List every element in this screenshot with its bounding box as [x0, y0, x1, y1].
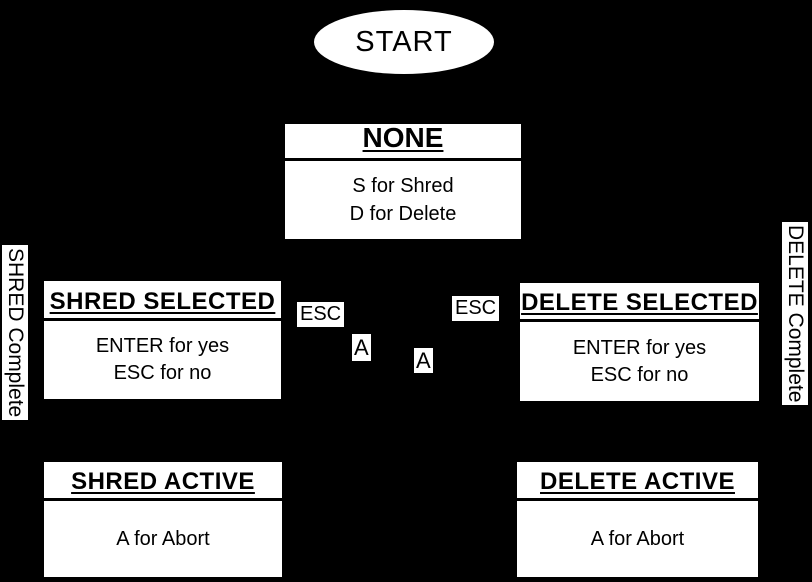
state-delete-active-line1: A for Abort [590, 528, 685, 550]
state-shred-active-line1: A for Abort [116, 528, 210, 550]
state-shred-active-title: SHRED ACTIVE [44, 462, 282, 501]
state-shred-active: SHRED ACTIVE A for Abort [44, 462, 282, 577]
state-delete-selected: DELETE SELECTED ENTER for yes ESC for no [520, 283, 759, 401]
state-none-line2: D for Delete [349, 203, 457, 225]
state-shred-selected: SHRED SELECTED ENTER for yes ESC for no [44, 281, 281, 399]
state-shred-selected-title: SHRED SELECTED [44, 281, 281, 321]
transition-label-esc-left: ESC [297, 302, 345, 327]
transition-label-abort-right: A [414, 348, 433, 373]
state-none-title: NONE [285, 122, 521, 161]
state-delete-selected-title: DELETE SELECTED [520, 283, 759, 322]
transition-label-abort-left: A [352, 334, 371, 361]
transition-label-shred-complete: SHRED Complete [2, 245, 28, 421]
state-delete-active-body: A for Abort [517, 501, 758, 577]
state-delete-selected-line2: ESC for no [590, 363, 689, 386]
state-none: NONE S for Shred D for Delete [285, 122, 521, 239]
state-delete-active: DELETE ACTIVE A for Abort [517, 462, 758, 577]
state-delete-selected-body: ENTER for yes ESC for no [520, 322, 759, 401]
state-shred-selected-line1: ENTER for yes [95, 335, 230, 357]
transition-label-delete-complete: DELETE Complete [782, 222, 808, 406]
state-shred-selected-body: ENTER for yes ESC for no [44, 321, 281, 399]
start-node: START [314, 10, 494, 74]
transition-label-esc-right: ESC [452, 296, 500, 321]
state-shred-selected-line2: ESC for no [113, 362, 212, 384]
state-delete-selected-line1: ENTER for yes [572, 336, 707, 359]
state-delete-active-title: DELETE ACTIVE [517, 462, 758, 501]
start-node-label: START [355, 25, 453, 58]
state-shred-active-body: A for Abort [44, 501, 282, 577]
state-none-body: S for Shred D for Delete [285, 161, 521, 239]
state-none-line1: S for Shred [352, 175, 454, 197]
